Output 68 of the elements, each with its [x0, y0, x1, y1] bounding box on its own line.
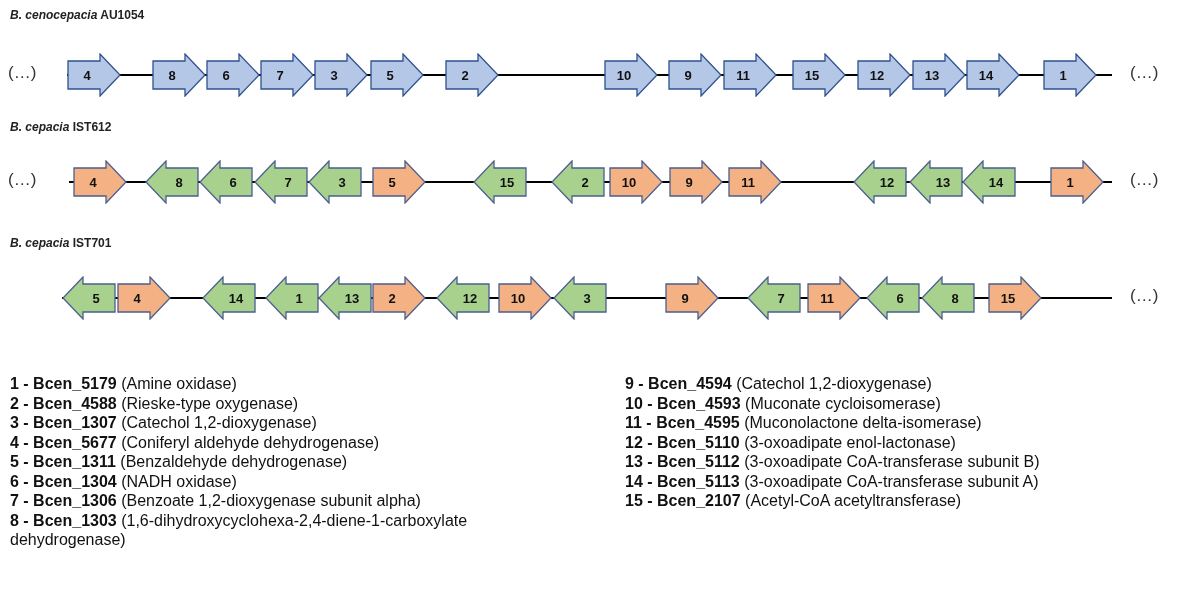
reverse-gene: 2 — [551, 160, 605, 204]
reverse-gene: 7 — [254, 160, 308, 204]
gene-legend-entry: 12 - Bcen_5110 (3-oxoadipate enol-lactonase) — [625, 432, 957, 452]
reverse-gene: 6 — [199, 160, 253, 204]
forward-gene: 14 — [966, 53, 1020, 97]
forward-gene: 1 — [1043, 53, 1097, 97]
ellipsis: (…) — [1130, 286, 1159, 306]
forward-gene: 5 — [370, 53, 424, 97]
gene-legend-entry: 2 - Bcen_4588 (Rieske-type oxygenase) — [10, 393, 300, 413]
forward-gene: 13 — [912, 53, 966, 97]
ellipsis: (…) — [8, 63, 37, 83]
strain-name: B. cepacia IST612 — [10, 120, 112, 134]
gene-legend-entry: 11 - Bcen_4595 (Muconolactone delta-isomerase) — [625, 413, 983, 433]
gene-legend-entry: 3 - Bcen_1307 (Catechol 1,2-dioxygenase) — [10, 413, 318, 433]
forward-gene: 4 — [117, 276, 171, 320]
reverse-gene: 8 — [145, 160, 199, 204]
forward-gene: 10 — [604, 53, 658, 97]
gene-legend-entry: 13 - Bcen_5112 (3-oxoadipate CoA-transferase subunit B) — [625, 452, 1041, 472]
forward-gene: 9 — [665, 276, 719, 320]
reverse-gene: 5 — [62, 276, 116, 320]
gene-legend-entry: 10 - Bcen_4593 (Muconate cycloisomerase) — [625, 393, 942, 413]
reverse-gene: 7 — [747, 276, 801, 320]
forward-gene: 1 — [1050, 160, 1104, 204]
forward-gene: 15 — [792, 53, 846, 97]
gene-legend-entry: 15 - Bcen_2107 (Acetyl-CoA acetyltransferase) — [625, 491, 963, 511]
reverse-gene: 8 — [921, 276, 975, 320]
gene-legend-entry: 9 - Bcen_4594 (Catechol 1,2-dioxygenase) — [625, 374, 933, 394]
forward-gene: 11 — [728, 160, 782, 204]
forward-gene: 11 — [723, 53, 777, 97]
reverse-gene: 12 — [853, 160, 907, 204]
gene-legend-entry: 8 - Bcen_1303 (1,6-dihydroxycyclohexa-2,4-diene-1-carboxylate dehydrogenase) — [10, 510, 469, 550]
forward-gene: 5 — [372, 160, 426, 204]
reverse-gene: 15 — [473, 160, 527, 204]
forward-gene: 3 — [314, 53, 368, 97]
ellipsis: (…) — [1130, 170, 1159, 190]
ellipsis: (…) — [1130, 63, 1159, 83]
reverse-gene: 6 — [866, 276, 920, 320]
forward-gene: 11 — [807, 276, 861, 320]
forward-gene: 10 — [498, 276, 552, 320]
reverse-gene: 1 — [265, 276, 319, 320]
strain-name: B. cenocepacia AU1054 — [10, 8, 145, 22]
reverse-gene: 12 — [436, 276, 490, 320]
strain-name: B. cepacia IST701 — [10, 236, 112, 250]
reverse-gene: 14 — [202, 276, 256, 320]
gene-legend-entry: 6 - Bcen_1304 (NADH oxidase) — [10, 471, 238, 491]
forward-gene: 8 — [152, 53, 206, 97]
reverse-gene: 13 — [909, 160, 963, 204]
reverse-gene: 13 — [318, 276, 372, 320]
forward-gene: 4 — [73, 160, 127, 204]
forward-gene: 2 — [372, 276, 426, 320]
gene-legend-entry: 14 - Bcen_5113 (3-oxoadipate CoA-transferase subunit A) — [625, 471, 1040, 491]
forward-gene: 4 — [67, 53, 121, 97]
reverse-gene: 14 — [962, 160, 1016, 204]
forward-gene: 7 — [260, 53, 314, 97]
forward-gene: 15 — [988, 276, 1042, 320]
forward-gene: 9 — [669, 160, 723, 204]
reverse-gene: 3 — [553, 276, 607, 320]
ellipsis: (…) — [8, 170, 37, 190]
forward-gene: 10 — [609, 160, 663, 204]
gene-legend-entry: 4 - Bcen_5677 (Coniferyl aldehyde dehydrogenase) — [10, 432, 381, 452]
forward-gene: 12 — [857, 53, 911, 97]
forward-gene: 2 — [445, 53, 499, 97]
gene-legend-entry: 1 - Bcen_5179 (Amine oxidase) — [10, 374, 238, 394]
gene-legend-entry: 7 - Bcen_1306 (Benzoate 1,2-dioxygenase subunit alpha) — [10, 491, 422, 511]
reverse-gene: 3 — [308, 160, 362, 204]
forward-gene: 6 — [206, 53, 260, 97]
forward-gene: 9 — [668, 53, 722, 97]
gene-legend-entry: 5 - Bcen_1311 (Benzaldehyde dehydrogenase) — [10, 452, 349, 472]
